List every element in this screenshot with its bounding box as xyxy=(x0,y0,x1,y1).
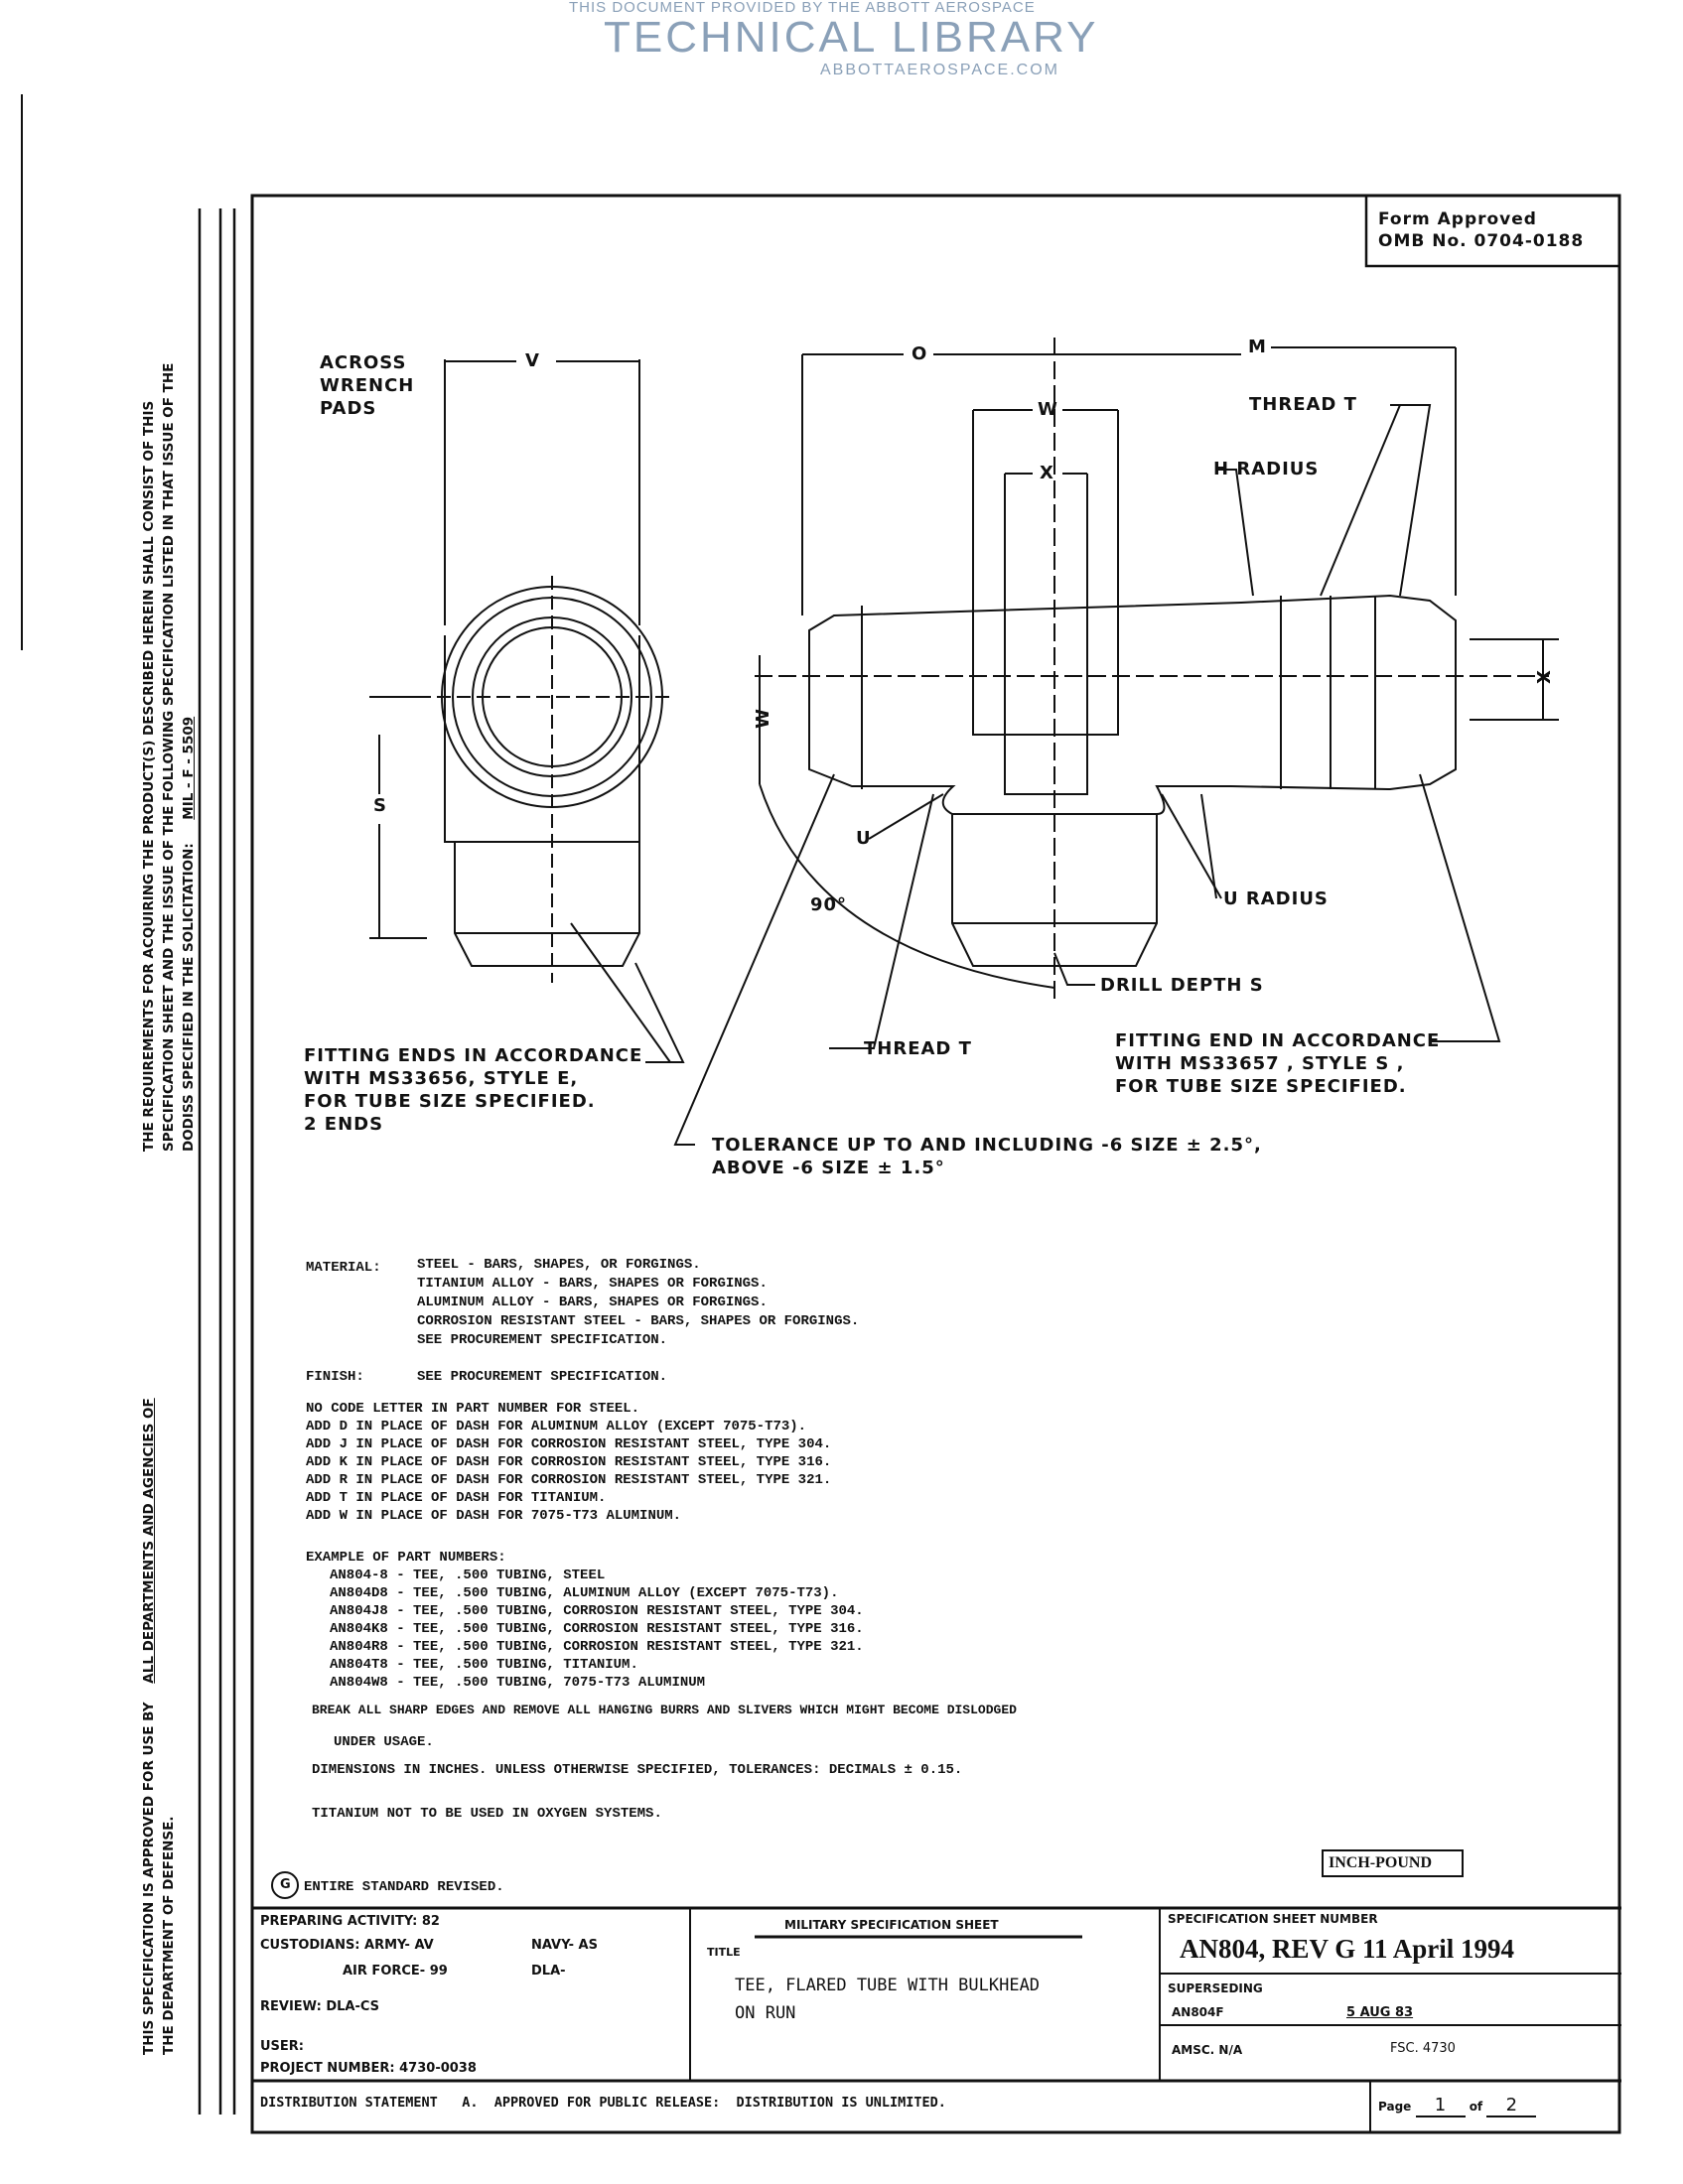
total-pages: 2 xyxy=(1486,2095,1537,2117)
omb-number: OMB No. 0704-0188 xyxy=(1378,231,1585,251)
revision-symbol: G xyxy=(280,1877,291,1892)
dim-o: O xyxy=(912,343,928,364)
example-list: AN804-8 - TEE, .500 TUBING, STEEL AN804D… xyxy=(330,1567,864,1692)
example-item: AN804K8 - TEE, .500 TUBING, CORROSION RE… xyxy=(330,1621,864,1637)
watermark-title: TECHNICAL LIBRARY xyxy=(604,13,1099,62)
of-label: of xyxy=(1469,2100,1483,2114)
project-number: PROJECT NUMBER: 4730-0038 xyxy=(260,2061,477,2076)
code-item: ADD T IN PLACE OF DASH FOR TITANIUM. xyxy=(306,1490,607,1506)
approval-side-text: THIS SPECIFICATION IS APPROVED FOR USE B… xyxy=(139,1398,179,2055)
code-item: NO CODE LETTER IN PART NUMBER FOR STEEL. xyxy=(306,1401,640,1417)
watermark-url: ABBOTTAEROSPACE.COM xyxy=(820,62,1059,78)
code-item: ADD K IN PLACE OF DASH FOR CORROSION RES… xyxy=(306,1454,832,1470)
example-item: AN804T8 - TEE, .500 TUBING, TITANIUM. xyxy=(330,1657,638,1673)
mil-spec-sheet-label: MILITARY SPECIFICATION SHEET xyxy=(784,1918,999,1932)
angle-90: 90° xyxy=(810,894,848,915)
superseding-label: SUPERSEDING xyxy=(1168,1981,1263,1995)
material-list: STEEL - BARS, SHAPES, OR FORGINGS. TITAN… xyxy=(417,1256,859,1350)
finish-value: SEE PROCUREMENT SPECIFICATION. xyxy=(417,1369,668,1385)
spec-sheet-number: AN804, REV G 11 April 1994 xyxy=(1180,1934,1515,1964)
superseding-date: 5 AUG 83 xyxy=(1346,2005,1414,2020)
finish-label: FINISH: xyxy=(306,1369,364,1385)
break-edges-note: BREAK ALL SHARP EDGES AND REMOVE ALL HAN… xyxy=(312,1703,1017,1717)
requirements-line-2: SPECIFICATION SHEET AND THE ISSUE OF THE… xyxy=(161,362,177,1152)
dim-w-top: W xyxy=(1038,399,1058,420)
code-item: ADD D IN PLACE OF DASH FOR ALUMINUM ALLO… xyxy=(306,1419,807,1434)
dim-x-top: X xyxy=(1040,463,1054,483)
user-activity: USER: xyxy=(260,2039,305,2054)
code-item: ADD J IN PLACE OF DASH FOR CORROSION RES… xyxy=(306,1436,832,1452)
approved-line-1: THIS SPECIFICATION IS APPROVED FOR USE B… xyxy=(141,1702,157,2055)
review-activity: REVIEW: DLA-CS xyxy=(260,1999,380,2014)
fitting-end-right-note: FITTING END IN ACCORDANCE WITH MS33657 ,… xyxy=(1115,1030,1441,1097)
title-line-1: TEE, FLARED TUBE WITH BULKHEAD xyxy=(735,1976,1041,1995)
material-item: CORROSION RESISTANT STEEL - BARS, SHAPES… xyxy=(417,1313,860,1329)
superseding-number: AN804F xyxy=(1172,2005,1224,2019)
material-item: TITANIUM ALLOY - BARS, SHAPES OR FORGING… xyxy=(417,1276,768,1292)
custodian-dla: DLA- xyxy=(531,1964,566,1979)
thread-t-top-label: THREAD T xyxy=(1249,394,1357,415)
dim-x-right: X xyxy=(1533,669,1555,684)
example-item: AN804D8 - TEE, .500 TUBING, ALUMINUM ALL… xyxy=(330,1585,839,1601)
inch-pound-label: INCH-POUND xyxy=(1329,1854,1432,1871)
u-radius-label: U RADIUS xyxy=(1223,888,1329,909)
drill-depth-label: DRILL DEPTH S xyxy=(1100,975,1264,996)
custodian-air-force: AIR FORCE- 99 xyxy=(343,1964,448,1979)
fsc: FSC. 4730 xyxy=(1390,2041,1456,2056)
approved-line-2: THE DEPARTMENT OF DEFENSE. xyxy=(161,1816,177,2055)
requirements-side-text: THE REQUIREMENTS FOR ACQUIRING THE PRODU… xyxy=(139,363,199,1152)
thread-t-bottom-label: THREAD T xyxy=(864,1038,972,1059)
code-letter-list: NO CODE LETTER IN PART NUMBER FOR STEEL.… xyxy=(306,1400,831,1525)
page-indicator: Page 1 of 2 xyxy=(1378,2095,1537,2117)
preparing-activity: PREPARING ACTIVITY: 82 xyxy=(260,1914,440,1929)
material-label: MATERIAL: xyxy=(306,1260,381,1276)
page-number: 1 xyxy=(1415,2095,1466,2117)
watermark-provided-by: THIS DOCUMENT PROVIDED BY THE ABBOTT AER… xyxy=(569,0,1036,16)
code-item: ADD R IN PLACE OF DASH FOR CORROSION RES… xyxy=(306,1472,832,1488)
page-label: Page xyxy=(1378,2100,1412,2114)
dim-v: V xyxy=(525,350,540,371)
dim-s: S xyxy=(373,795,387,816)
material-item: SEE PROCUREMENT SPECIFICATION. xyxy=(417,1332,668,1348)
form-approved-label: Form Approved xyxy=(1378,209,1537,229)
requirements-line-1: THE REQUIREMENTS FOR ACQUIRING THE PRODU… xyxy=(141,400,157,1152)
example-label: EXAMPLE OF PART NUMBERS: xyxy=(306,1550,506,1566)
dim-m: M xyxy=(1248,337,1267,357)
requirements-line-3: DODISS SPECIFIED IN THE SOLICITATION: xyxy=(181,843,197,1152)
title-line-2: ON RUN xyxy=(735,2003,796,2023)
dimensions-note: DIMENSIONS IN INCHES. UNLESS OTHERWISE S… xyxy=(312,1762,963,1778)
material-item: ALUMINUM ALLOY - BARS, SHAPES OR FORGING… xyxy=(417,1295,768,1310)
frame-border xyxy=(250,194,1621,2134)
custodians: CUSTODIANS: ARMY- AV xyxy=(260,1938,434,1953)
h-radius-label: H RADIUS xyxy=(1213,459,1320,479)
across-wrench-pads-label: ACROSS WRENCH PADS xyxy=(320,352,415,419)
tolerance-note: TOLERANCE UP TO AND INCLUDING -6 SIZE ± … xyxy=(712,1135,1262,1178)
title-label: TITLE xyxy=(707,1946,741,1959)
fitting-ends-left-note: FITTING ENDS IN ACCORDANCE WITH MS33656,… xyxy=(304,1045,643,1135)
titanium-note: TITANIUM NOT TO BE USED IN OXYGEN SYSTEM… xyxy=(312,1806,662,1822)
spec-sheet-number-label: SPECIFICATION SHEET NUMBER xyxy=(1168,1912,1378,1926)
code-item: ADD W IN PLACE OF DASH FOR 7075-T73 ALUM… xyxy=(306,1508,682,1524)
amsc: AMSC. N/A xyxy=(1172,2043,1243,2057)
break-edges-note-2: UNDER USAGE. xyxy=(334,1734,434,1750)
custodian-navy: NAVY- AS xyxy=(531,1938,598,1953)
example-item: AN804J8 - TEE, .500 TUBING, CORROSION RE… xyxy=(330,1603,864,1619)
material-item: STEEL - BARS, SHAPES, OR FORGINGS. xyxy=(417,1257,701,1273)
example-item: AN804-8 - TEE, .500 TUBING, STEEL xyxy=(330,1568,606,1583)
example-item: AN804W8 - TEE, .500 TUBING, 7075-T73 ALU… xyxy=(330,1675,706,1691)
form-approved-box: Form Approved OMB No. 0704-0188 xyxy=(1378,208,1584,252)
example-item: AN804R8 - TEE, .500 TUBING, CORROSION RE… xyxy=(330,1639,864,1655)
approved-agencies: ALL DEPARTMENTS AND AGENCIES OF xyxy=(141,1398,157,1684)
dim-w-left: W xyxy=(752,708,773,729)
distribution-statement: DISTRIBUTION STATEMENT A. APPROVED FOR P… xyxy=(260,2095,946,2111)
dim-u: U xyxy=(856,828,872,849)
revision-note: ENTIRE STANDARD REVISED. xyxy=(304,1879,504,1895)
spec-reference: MIL - F - 5509 xyxy=(181,716,197,820)
